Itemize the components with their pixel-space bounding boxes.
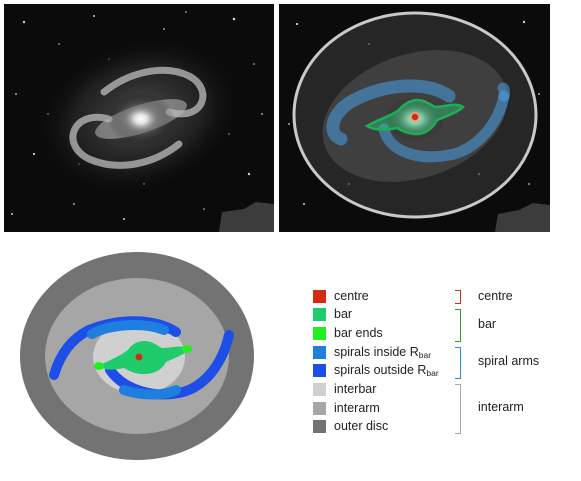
- legend-label: bar: [334, 307, 353, 321]
- legend-label: interbar: [334, 382, 377, 396]
- bracket-spiral-arms: [455, 347, 461, 379]
- group-label-interarm: interarm: [478, 400, 524, 414]
- legend-item-interbar: interbar: [313, 380, 376, 398]
- bar-region: [98, 341, 190, 374]
- legend-item-spirals-outside: spirals outside Rbar: [313, 361, 439, 379]
- bar-ends-region-left: [94, 362, 104, 370]
- group-label-spiral-arms: spiral arms: [478, 354, 540, 368]
- legend-label: outer disc: [334, 419, 389, 433]
- legend-swatch: [313, 382, 326, 396]
- legend-subscript: bar: [426, 367, 439, 378]
- legend-item-bar-ends: bar ends: [313, 324, 383, 342]
- centre-region: [135, 353, 143, 361]
- legend-item-outer-disc: outer disc: [313, 417, 388, 435]
- spiral-arms-photo: [69, 66, 207, 169]
- legend-item-bar: bar: [313, 305, 352, 323]
- legend-label: centre: [334, 289, 369, 303]
- legend-swatch: [313, 289, 326, 303]
- spiral-arms-overlay: [326, 79, 510, 163]
- group-label-centre: centre: [478, 289, 513, 303]
- legend-item-centre: centre: [313, 287, 369, 305]
- galaxy-photo-with-regions: [279, 4, 550, 232]
- legend-label: spirals inside Rbar: [334, 344, 432, 360]
- legend-swatch: [313, 345, 326, 359]
- legend-label: interarm: [334, 401, 380, 415]
- bar-ends-region-right: [182, 345, 192, 353]
- legend-swatch: [313, 401, 326, 415]
- legend: centre bar bar ends spirals inside Rbar …: [313, 287, 575, 447]
- legend-swatch: [313, 363, 326, 377]
- legend-item-interarm: interarm: [313, 399, 380, 417]
- centre-overlay: [410, 112, 420, 122]
- group-label-bar: bar: [478, 317, 497, 331]
- legend-swatch: [313, 419, 326, 433]
- legend-subscript: bar: [418, 349, 432, 360]
- legend-label: spirals outside Rbar: [334, 362, 439, 378]
- legend-swatch: [313, 307, 326, 321]
- legend-label: bar ends: [334, 326, 383, 340]
- bracket-bar: [455, 309, 461, 342]
- spiral-arms-region: [49, 316, 234, 400]
- legend-item-spirals-inside: spirals inside Rbar: [313, 343, 431, 361]
- region-schematic: [20, 252, 254, 460]
- bracket-centre: [455, 290, 461, 304]
- legend-swatch: [313, 326, 326, 340]
- galaxy-photo: [4, 4, 274, 232]
- bracket-interarm: [455, 384, 461, 434]
